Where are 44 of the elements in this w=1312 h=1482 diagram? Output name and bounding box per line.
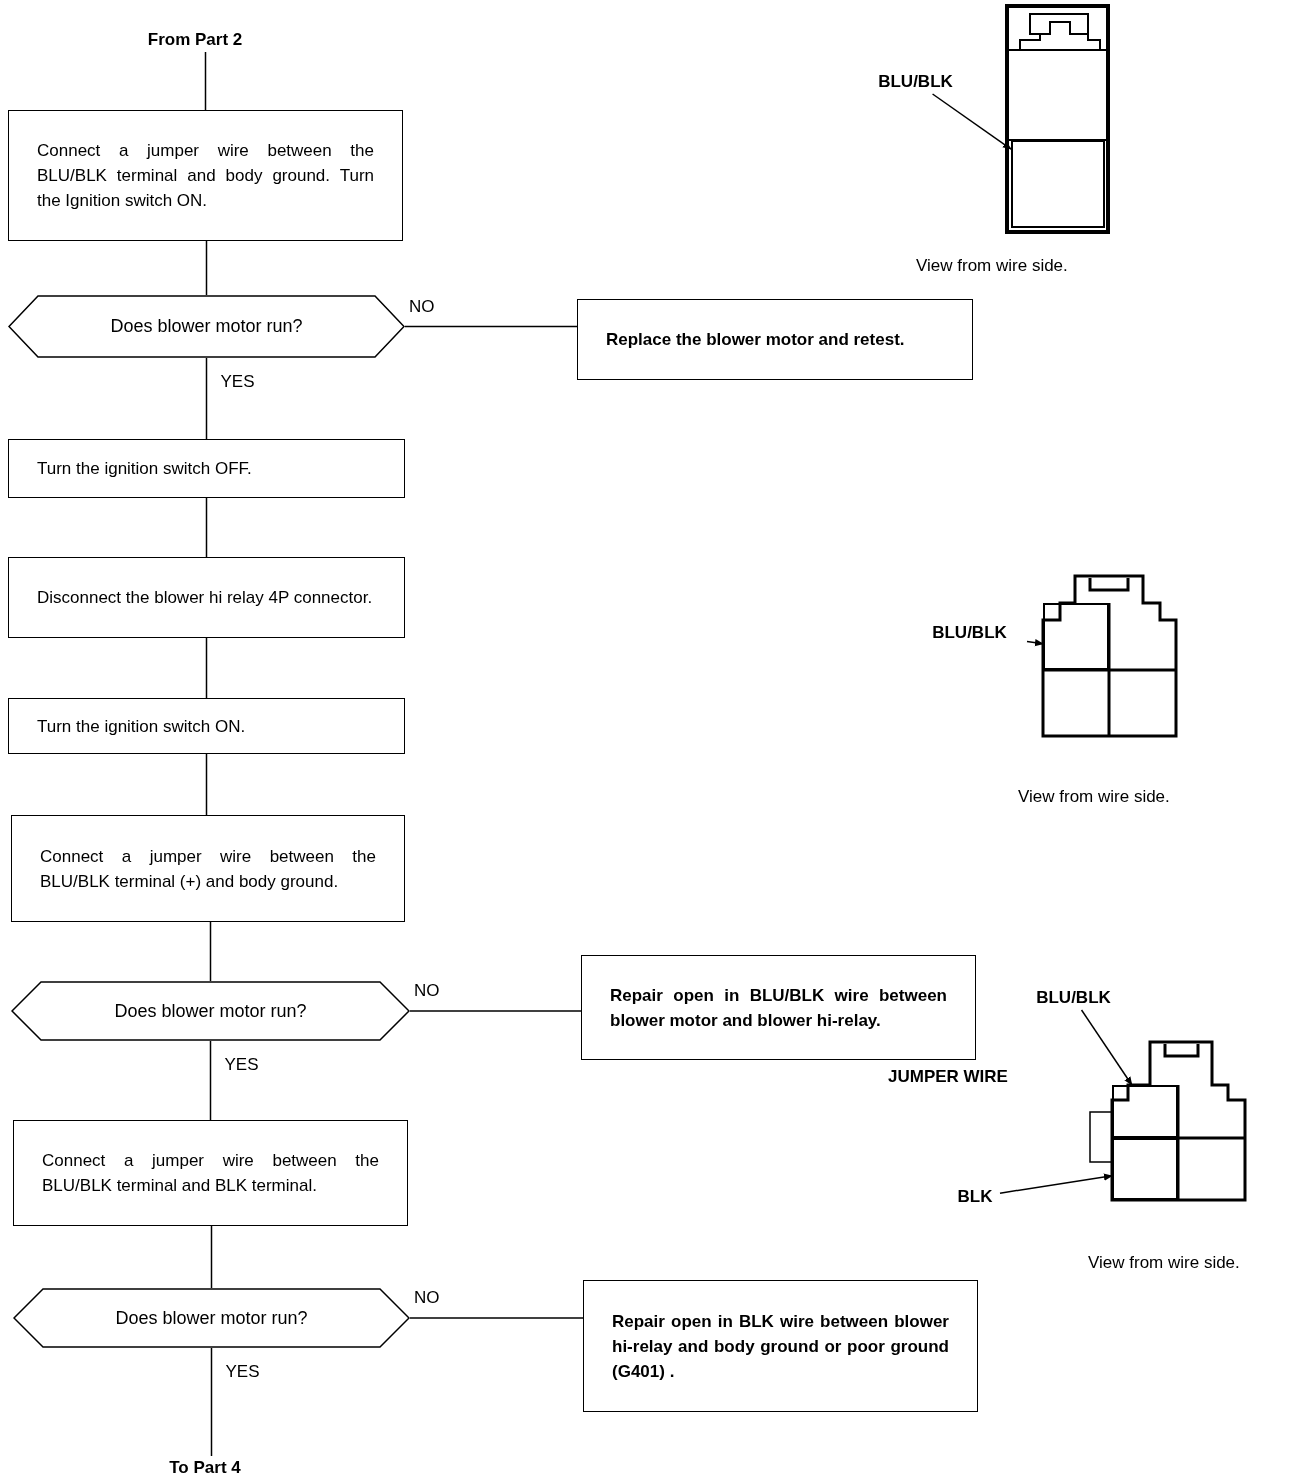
connector-line bbox=[210, 1225, 213, 1289]
connector-line bbox=[205, 637, 208, 699]
terminal-cell bbox=[1112, 1085, 1178, 1138]
process-box: Repair open in BLU/BLK wire between blower motor and blower hi-relay. bbox=[581, 955, 976, 1060]
process-box: Turn the ignition switch ON. bbox=[8, 698, 405, 754]
process-box: Repair open in BLK wire between blower hi-relay and body ground or poor ground (G401) . bbox=[583, 1280, 978, 1412]
wire-color-label: BLU/BLK bbox=[878, 72, 953, 92]
connector-line bbox=[205, 753, 208, 816]
connector-line bbox=[409, 1317, 584, 1319]
connector-line bbox=[210, 1347, 213, 1457]
decision-hexagon: Does blower motor run? bbox=[13, 1288, 410, 1348]
flow-terminal-text: From Part 2 bbox=[147, 30, 243, 50]
decision-hexagon: Does blower motor run? bbox=[11, 981, 410, 1041]
connector-line bbox=[205, 497, 208, 558]
connector-line bbox=[205, 240, 208, 296]
leader-line bbox=[1080, 1009, 1133, 1086]
terminal-cell bbox=[1011, 140, 1105, 228]
connector-line bbox=[404, 325, 578, 328]
process-box: Connect a jumper wire between the BLU/BLK terminal and body ground. Turn the Ignition switch ON. bbox=[8, 110, 403, 241]
process-box: Connect a jumper wire between the BLU/BLK terminal and BLK terminal. bbox=[13, 1120, 408, 1226]
connector-line bbox=[204, 51, 207, 111]
connector-line bbox=[205, 357, 208, 440]
terminal-cell bbox=[1043, 603, 1109, 670]
view-note: View from wire side. bbox=[1088, 1253, 1240, 1273]
process-box: Connect a jumper wire between the BLU/BLK terminal (+) and body ground. bbox=[11, 815, 405, 922]
leader-line bbox=[931, 93, 1012, 150]
connector-line bbox=[409, 1010, 582, 1012]
decision-hexagon: Does blower motor run? bbox=[8, 295, 405, 358]
terminal-cell bbox=[1112, 1138, 1178, 1200]
jumper-wire bbox=[1089, 1111, 1113, 1163]
leader-line bbox=[1026, 639, 1044, 647]
part-label: JUMPER WIRE bbox=[888, 1067, 1008, 1087]
wire-color-label: BLU/BLK bbox=[932, 623, 1007, 643]
process-box: Turn the ignition switch OFF. bbox=[8, 439, 405, 498]
connector-line bbox=[209, 1040, 212, 1121]
view-note: View from wire side. bbox=[1018, 787, 1170, 807]
connector-line bbox=[209, 921, 212, 982]
process-box: Disconnect the blower hi relay 4P connector. bbox=[8, 557, 405, 638]
wire-color-label: BLK bbox=[957, 1187, 993, 1207]
flow-terminal-text: To Part 4 bbox=[169, 1458, 241, 1478]
process-box: Replace the blower motor and retest. bbox=[577, 299, 973, 380]
view-note: View from wire side. bbox=[916, 256, 1068, 276]
leader-line bbox=[999, 1173, 1113, 1194]
wire-color-label: BLU/BLK bbox=[1036, 988, 1111, 1008]
